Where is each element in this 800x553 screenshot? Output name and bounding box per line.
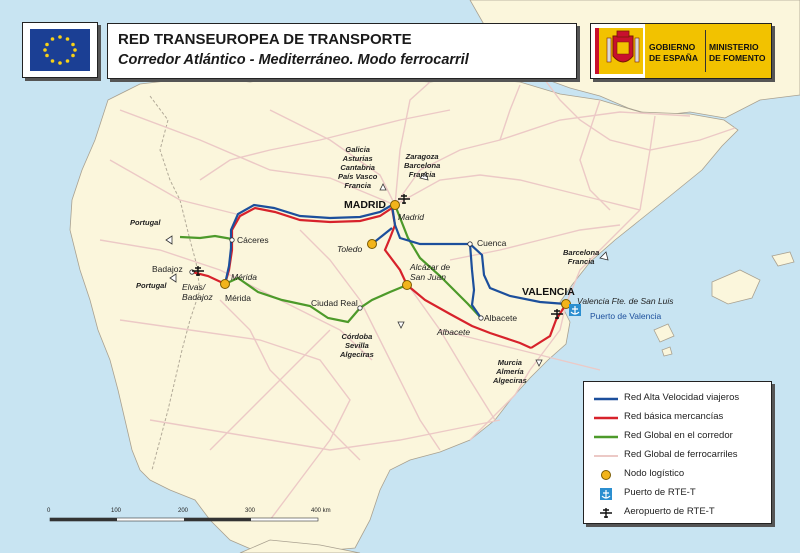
balearic-island-menorca <box>771 251 795 267</box>
legend-label: Puerto de RTE-T <box>624 487 696 498</box>
legend-item-freight: Red básica mercancías <box>584 409 771 427</box>
scale-tick-400: 400 km <box>311 508 331 514</box>
legend-label: Nodo logístico <box>624 468 685 479</box>
city-badajoz: Badajoz <box>152 264 183 274</box>
logistic-nodes <box>220 200 571 309</box>
node-madrid <box>390 200 400 210</box>
direction-north: Galicia Asturias Cantabria País Vasco Fr… <box>338 145 378 190</box>
de-fomento-label: DE FOMENTO <box>709 53 766 63</box>
city-ciudad-real: Ciudad Real <box>311 298 358 308</box>
arrow-southeast <box>535 359 543 367</box>
scale-tick-200: 200 <box>178 508 189 514</box>
arrow-northeast <box>419 171 429 181</box>
direction-portugal-1: Portugal <box>130 218 161 227</box>
city-cuenca: Cuenca <box>477 238 507 248</box>
legend-item-corridor: Red Global en el corredor <box>584 428 771 446</box>
legend-item-global: Red Global de ferrocarriles <box>584 447 771 465</box>
station-caceres <box>229 237 235 243</box>
red-line-icon <box>594 416 618 420</box>
port-valencia-icon <box>569 304 581 316</box>
node-toledo <box>367 239 377 249</box>
legend-item-high-speed: Red Alta Velocidad viajeros <box>584 390 771 408</box>
direction-portugal-2: Portugal <box>136 281 167 290</box>
airport-madrid-icon <box>398 194 410 204</box>
green-line-icon <box>594 435 618 439</box>
city-elvas-badajoz: Elvas/ Badajoz <box>182 282 213 302</box>
port-icon <box>600 488 612 500</box>
scale-tick-100: 100 <box>111 508 122 514</box>
government-logo-box: GOBIERNO DE ESPAÑA MINISTERIO DE FOMENTO <box>590 23 772 79</box>
map-title: RED TRANSEUROPEA DE TRANSPORTE <box>118 31 412 48</box>
legend-label: Red Alta Velocidad viajeros <box>624 392 740 403</box>
highspeed-blue-lines <box>223 203 567 319</box>
arrow-north <box>379 183 387 191</box>
city-valencia-caps: VALENCIA <box>522 286 575 298</box>
city-albacete-b: Albacete <box>437 327 471 337</box>
spain-coat-of-arms-icon <box>595 28 643 74</box>
arrow-south <box>397 321 405 329</box>
map-subtitle: Corredor Atlántico - Mediterráneo. Modo … <box>118 52 469 68</box>
scale-tick-300: 300 <box>245 508 256 514</box>
legend-label: Aeropuerto de RTE-T <box>624 506 715 517</box>
global-rail-network <box>99 79 736 521</box>
legend: Red Alta Velocidad viajeros Red básica m… <box>583 381 772 524</box>
node-merida <box>220 279 230 289</box>
legend-label: Red Global de ferrocarriles <box>624 449 738 460</box>
scale-tick-0: 0 <box>47 508 51 514</box>
direction-southeast: Murcia Almería Algeciras <box>493 358 527 385</box>
scale-bar <box>49 517 319 522</box>
station-albacete <box>478 315 484 321</box>
arrow-west-portugal <box>165 235 173 245</box>
gobierno-label: GOBIERNO <box>649 42 696 52</box>
station-dots <box>189 237 484 321</box>
airport-icon <box>600 508 612 518</box>
city-alcazar: Alcázar de San Juan <box>410 262 451 282</box>
node-alcazar <box>402 280 412 290</box>
legend-label: Red básica mercancías <box>624 411 724 422</box>
portugal-border <box>149 95 201 471</box>
eu-flag-box <box>22 22 98 78</box>
africa-landmass <box>239 539 361 553</box>
blue-line-icon <box>594 397 618 401</box>
balearic-island-formentera <box>661 346 673 357</box>
direction-northeast: Zaragoza Barcelona Francia <box>404 152 441 179</box>
direction-arrows <box>165 171 609 367</box>
city-valencia-node: Valencia Fte. de San Luis <box>577 296 674 306</box>
arrow-west-portugal-2 <box>169 273 177 283</box>
airport-badajoz-icon <box>192 266 204 276</box>
city-merida-upper: Mérida <box>231 272 257 282</box>
city-madrid: Madrid <box>398 212 424 222</box>
station-cuenca <box>467 241 473 247</box>
balearic-island-ibiza <box>653 323 675 343</box>
ministerio-label: MINISTERIO <box>709 42 759 52</box>
city-toledo: Toledo <box>337 244 363 254</box>
direction-south: Córdoba Sevilla Algeciras <box>340 332 374 359</box>
logistic-node-icon <box>601 470 611 480</box>
city-caceres: Cáceres <box>237 235 269 245</box>
city-puerto-valencia: Puerto de Valencia <box>590 311 662 321</box>
arrow-east <box>599 251 609 261</box>
corridor-green-lines <box>179 204 482 324</box>
pink-line-icon <box>594 455 618 457</box>
legend-label: Red Global en el corredor <box>624 430 733 441</box>
city-albacete-a: Albacete <box>484 313 518 323</box>
city-madrid-caps: MADRID <box>344 199 386 211</box>
title-box: RED TRANSEUROPEA DE TRANSPORTE Corredor … <box>107 23 577 79</box>
city-merida-lower: Mérida <box>225 293 251 303</box>
de-espana-label: DE ESPAÑA <box>649 53 698 63</box>
legend-item-port: Puerto de RTE-T <box>584 485 771 503</box>
legend-item-airport: Aeropuerto de RTE-T <box>584 504 771 522</box>
airport-valencia-icon <box>551 309 563 319</box>
eu-flag-icon <box>30 29 90 71</box>
station-ciudad-real <box>357 305 363 311</box>
iberia-landmass <box>69 69 739 553</box>
balearic-island-mallorca <box>711 269 761 305</box>
legend-item-node: Nodo logístico <box>584 466 771 484</box>
direction-east: Barcelona Francia <box>563 248 600 266</box>
